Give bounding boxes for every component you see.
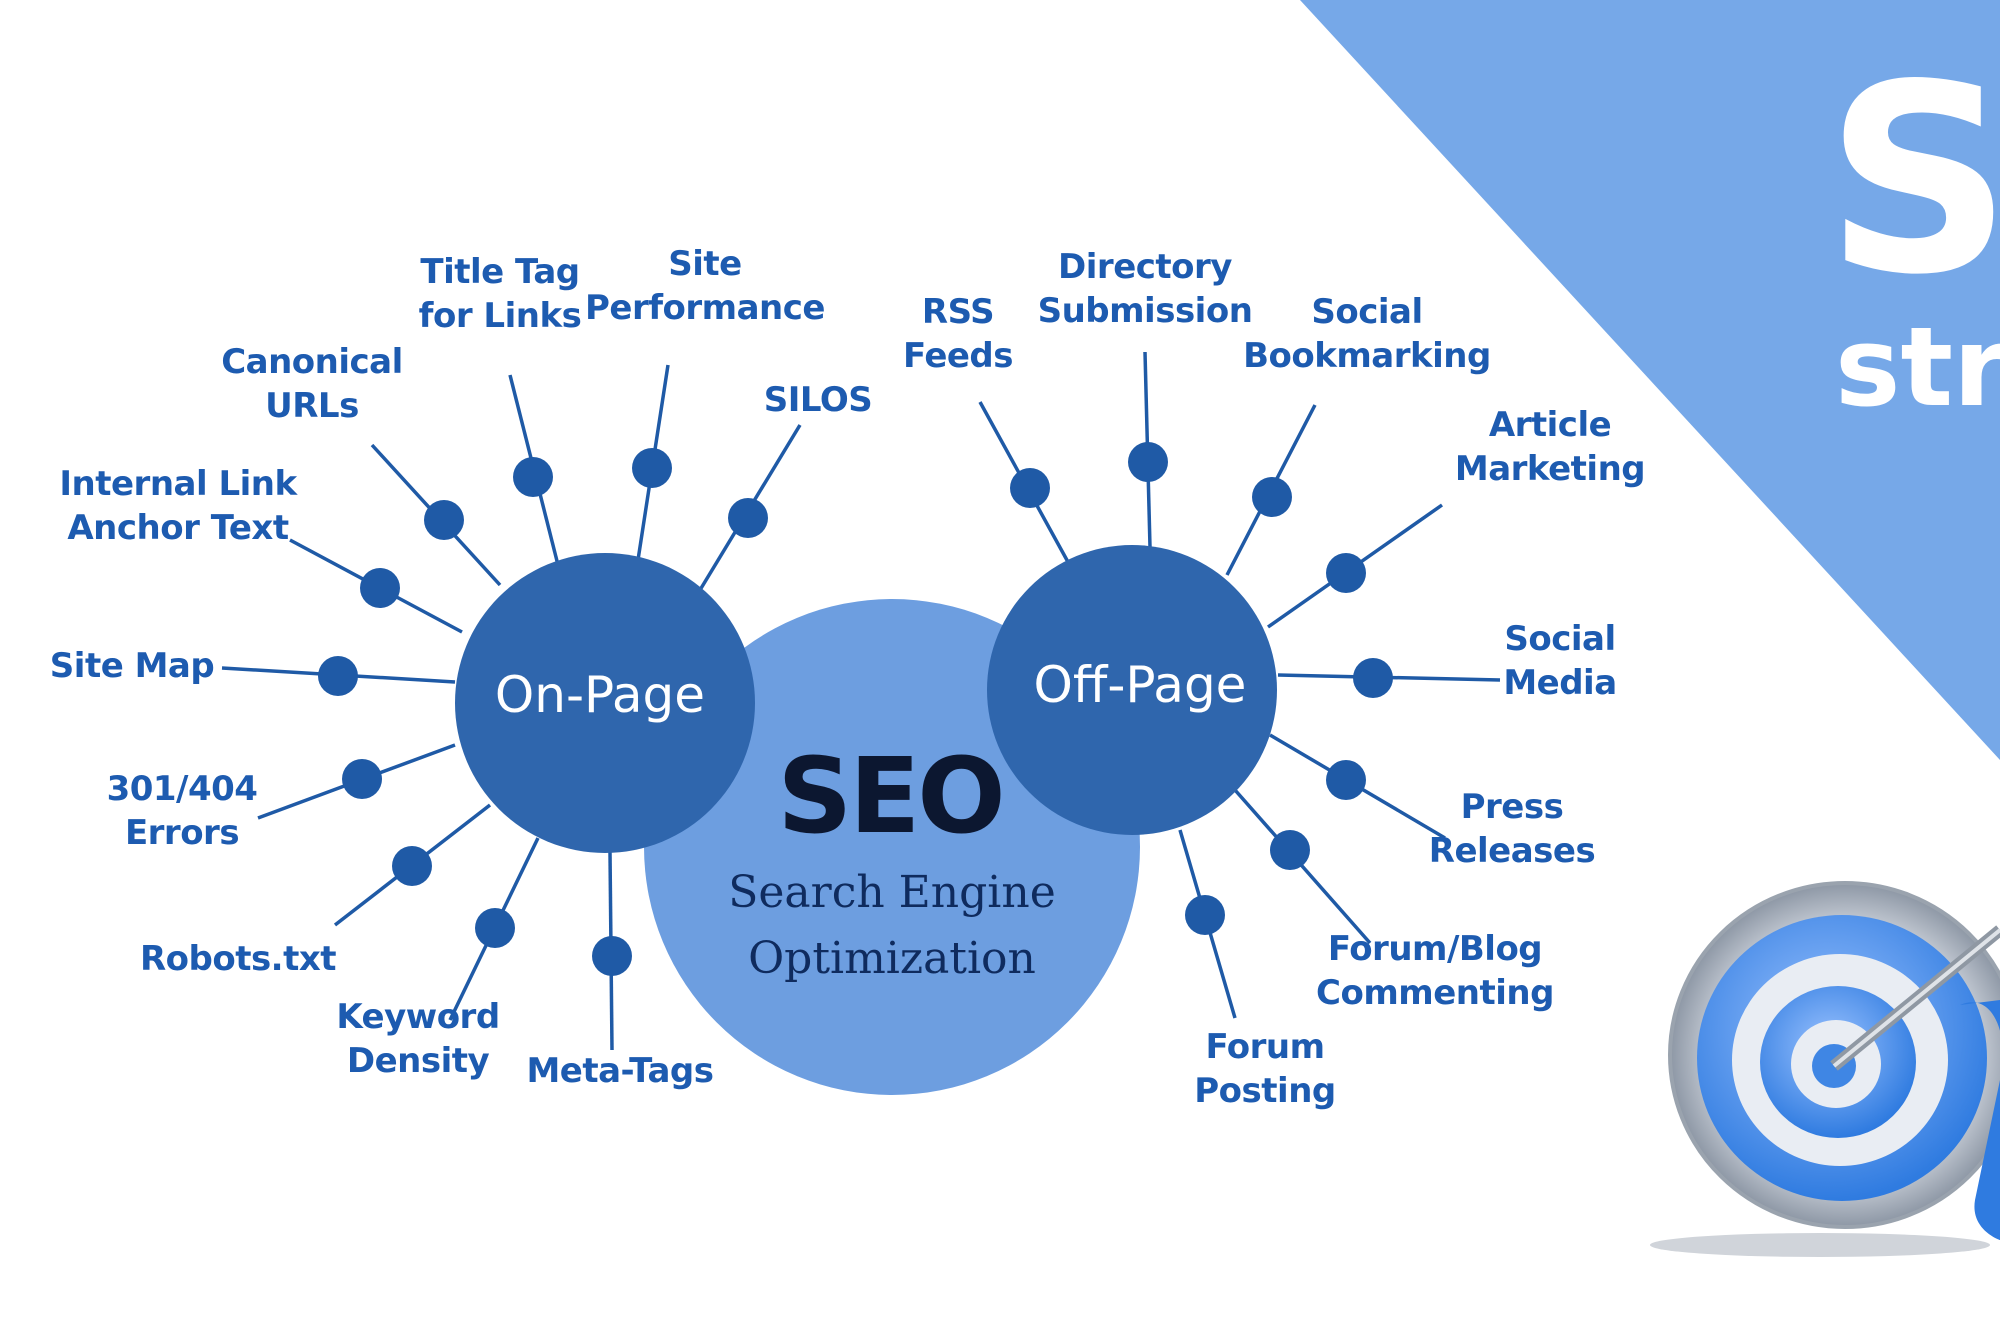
on-page-node-7 (392, 846, 432, 886)
banner-heading-letter: S (1825, 30, 2000, 332)
on-page-label-1-line: Performance (585, 288, 825, 328)
on-page-node-3 (728, 498, 768, 538)
seo-subtitle-line2: Optimization (748, 933, 1036, 984)
off-page-node-6 (1270, 830, 1310, 870)
off-page-spoke-6 (1233, 788, 1372, 945)
seo-title: SEO (777, 735, 1002, 857)
on-page-label-8-line: Density (347, 1041, 490, 1081)
on-page-label-3: SILOS (764, 380, 872, 420)
off-page-label-1-line: Directory (1058, 247, 1232, 287)
on-page-label-4-line: Internal Link (59, 464, 298, 504)
off-page-label-6-line: Forum/Blog (1328, 929, 1542, 969)
off-page-node-3 (1326, 553, 1366, 593)
on-page-node-1 (632, 448, 672, 488)
spokes-layer (221, 351, 1501, 1051)
on-page-label-8-line: Keyword (336, 997, 499, 1037)
banner-background (1300, 0, 2000, 760)
on-page-label-7-line: Robots.txt (140, 939, 336, 979)
on-page-hub-label: On-Page (495, 666, 705, 724)
on-page-node-4 (360, 568, 400, 608)
on-page-label-5-line: Site Map (50, 646, 214, 686)
on-page-label-7: Robots.txt (140, 939, 336, 979)
on-page-hub (455, 553, 755, 853)
off-page-label-0-line: Feeds (903, 336, 1013, 376)
on-page-label-9-line: Meta-Tags (526, 1051, 713, 1091)
target-dartboard-icon (1650, 881, 2000, 1257)
on-page-label-4-line: Anchor Text (67, 508, 289, 548)
off-page-node-7 (1185, 895, 1225, 935)
off-page-label-3-line: Article (1489, 405, 1611, 445)
on-page-label-5: Site Map (50, 646, 214, 686)
off-page-node-4 (1353, 658, 1393, 698)
off-page-label-0-line: RSS (922, 292, 994, 332)
off-page-label-4-line: Media (1503, 663, 1616, 703)
off-page-node-0 (1010, 468, 1050, 508)
on-page-label-2-line: Canonical (221, 342, 403, 382)
off-page-label-5-line: Releases (1429, 831, 1595, 871)
banner-subheading: str (1835, 303, 2000, 431)
on-page-node-9 (592, 936, 632, 976)
on-page-node-6 (342, 759, 382, 799)
on-page-node-0 (513, 457, 553, 497)
on-page-label-1-line: Site (668, 244, 741, 284)
off-page-label-7-line: Forum (1205, 1027, 1324, 1067)
on-page-node-2 (424, 500, 464, 540)
off-page-label-3-line: Marketing (1455, 449, 1645, 489)
off-page-label-2-line: Social (1311, 292, 1422, 332)
off-page-label-6-line: Commenting (1316, 973, 1554, 1013)
on-page-node-8 (475, 908, 515, 948)
seo-subtitle-line1: Search Engine (728, 867, 1056, 918)
on-page-label-6-line: 301/404 (107, 769, 258, 809)
on-page-node-5 (318, 656, 358, 696)
on-page-label-0-line: Title Tag (420, 252, 579, 292)
off-page-label-1-line: Submission (1038, 291, 1253, 331)
off-page-node-1 (1128, 442, 1168, 482)
on-page-label-0-line: for Links (419, 296, 582, 336)
off-page-label-7-line: Posting (1194, 1071, 1335, 1111)
off-page-node-5 (1326, 760, 1366, 800)
on-page-label-2-line: URLs (265, 386, 359, 426)
on-page-label-6-line: Errors (125, 813, 239, 853)
off-page-label-4-line: Social (1504, 619, 1615, 659)
off-page-node-2 (1252, 477, 1292, 517)
off-page-hub (987, 545, 1277, 835)
on-page-label-3-line: SILOS (764, 380, 872, 420)
off-page-label-5-line: Press (1461, 787, 1564, 827)
off-page-label-2-line: Bookmarking (1243, 336, 1491, 376)
off-page-hub-label: Off-Page (1034, 656, 1247, 714)
on-page-label-9: Meta-Tags (526, 1051, 713, 1091)
